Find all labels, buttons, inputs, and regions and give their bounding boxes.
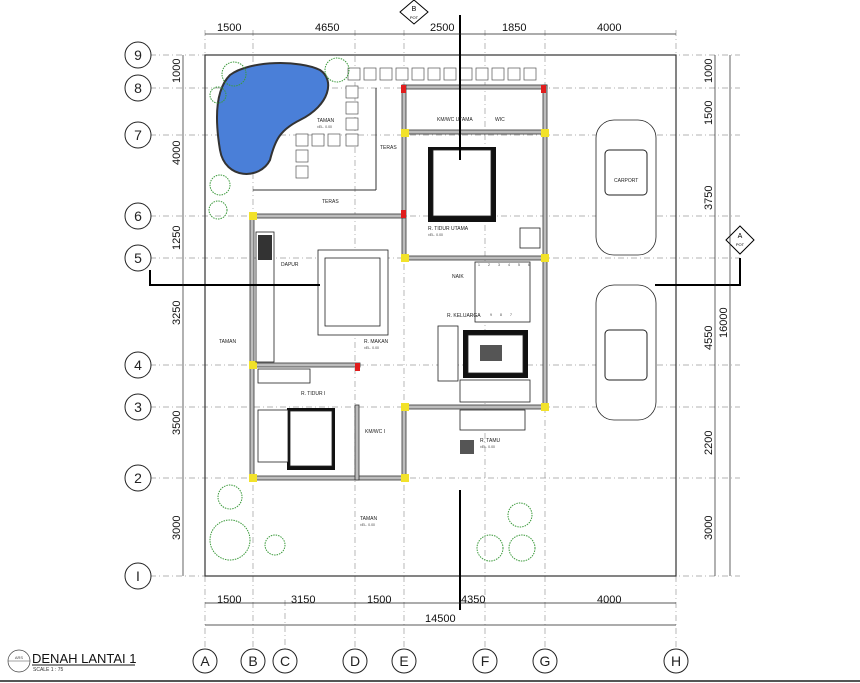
label: C — [280, 653, 290, 669]
grid-row-bubbles: 9 8 7 6 5 4 3 2 I — [124, 41, 152, 590]
label: 1500 — [703, 101, 715, 125]
label: B — [248, 653, 257, 669]
label: 4 — [134, 357, 142, 373]
elevation-label: ±EL. 0.00 — [360, 523, 375, 527]
label: 7 — [510, 313, 512, 317]
elevation-label: ±EL. 0.00 — [317, 125, 332, 129]
elevation-label: ±EL. 0.00 — [364, 346, 379, 350]
label: 9 — [490, 313, 492, 317]
label: 4550 — [703, 326, 715, 350]
dimension-lines — [182, 33, 731, 626]
label: 3150 — [291, 594, 315, 606]
room-label: R. MAKAN — [364, 339, 389, 345]
title-badge: ARS — [15, 655, 24, 660]
car-bottom — [595, 284, 657, 421]
room-label: KM/WC UTAMA — [437, 117, 473, 123]
label: H — [671, 653, 681, 669]
dimensions-left: 1000 4000 1250 3250 3500 3000 — [171, 59, 183, 540]
stair-numbers: 1 2 3 4 5 6 9 8 7 — [478, 263, 530, 317]
label: 3000 — [171, 516, 183, 540]
stepping-stones — [295, 67, 537, 179]
label: 1000 — [171, 59, 183, 83]
label: 16000 — [718, 307, 730, 338]
elevation-label: ±EL. 0.00 — [480, 445, 495, 449]
room-label: R. KELUARGA — [447, 313, 481, 319]
swimming-pool — [216, 62, 330, 175]
label: 2500 — [430, 22, 454, 34]
section-sheet: POT — [410, 15, 419, 20]
label: 4350 — [461, 594, 485, 606]
label: 9 — [134, 47, 142, 63]
label: 3250 — [171, 301, 183, 325]
label: 5 — [518, 263, 520, 267]
room-label: R. TAMU — [480, 438, 500, 444]
label: 1500 — [217, 22, 241, 34]
label: 1500 — [367, 594, 391, 606]
room-label: KM/WC I — [365, 429, 385, 435]
label: 8 — [134, 80, 142, 96]
room-labels: TAMAN TERAS TERAS KM/WC UTAMA WIC R. TID… — [219, 117, 638, 527]
section-sheet: POT — [736, 242, 745, 247]
car-top — [595, 119, 657, 256]
label: 1850 — [502, 22, 526, 34]
label: E — [399, 653, 408, 669]
label: 1 — [478, 263, 480, 267]
dimensions-top: 1500 4650 2500 1850 4000 — [217, 22, 621, 34]
label: 1250 — [171, 226, 183, 250]
label: 4000 — [597, 22, 621, 34]
room-label: TAMAN — [317, 118, 335, 124]
room-label: TERAS — [322, 199, 339, 205]
room-label: WIC — [495, 117, 505, 123]
label: A — [200, 653, 210, 669]
label: 7 — [134, 127, 142, 143]
label: 3500 — [171, 411, 183, 435]
room-label: R. TIDUR UTAMA — [428, 226, 469, 232]
label: 8 — [500, 313, 502, 317]
label: 4 — [508, 263, 510, 267]
section-mark-b: B POT — [399, 0, 429, 25]
room-label: DAPUR — [281, 262, 299, 268]
label: 3000 — [703, 516, 715, 540]
label: G — [540, 653, 551, 669]
section-letter: B — [412, 6, 417, 13]
label: 4000 — [597, 594, 621, 606]
label: 2200 — [703, 431, 715, 455]
section-letter: A — [738, 233, 743, 240]
room-label: NAIK — [452, 274, 464, 280]
label: 2 — [488, 263, 490, 267]
columns — [249, 85, 549, 482]
label: 6 — [134, 208, 142, 224]
grid-column-bubbles: A B C D E F G H — [192, 648, 689, 674]
label: I — [136, 568, 140, 584]
drawing-title-text: DENAH LANTAI 1 — [32, 651, 137, 666]
site-boundary — [204, 54, 677, 577]
elevation-label: ±EL. 0.00 — [428, 233, 443, 237]
label: 6 — [528, 263, 530, 267]
dimensions-bottom: 1500 3150 1500 4350 4000 14500 — [217, 594, 621, 625]
furniture — [255, 147, 541, 470]
label: 4650 — [315, 22, 339, 34]
room-label: TERAS — [380, 145, 397, 151]
room-label: R. TIDUR I — [301, 391, 325, 397]
garden-trees — [208, 57, 536, 562]
dimensions-right: 1000 1500 3750 4550 2200 3000 16000 — [703, 59, 730, 540]
label: 1500 — [217, 594, 241, 606]
label: D — [350, 653, 360, 669]
section-mark-a: A POT — [725, 225, 755, 255]
section-lines — [149, 15, 741, 610]
label: 1000 — [703, 59, 715, 83]
label: 3 — [498, 263, 500, 267]
label: 3 — [134, 399, 142, 415]
room-label: TAMAN — [360, 516, 378, 522]
label: 4000 — [171, 141, 183, 165]
label: 2 — [134, 470, 142, 486]
room-label: CARPORT — [614, 178, 638, 184]
room-label: TAMAN — [219, 339, 237, 345]
label: 3750 — [703, 186, 715, 210]
drawing-scale: SCALE 1 : 75 — [33, 667, 64, 673]
label: 14500 — [425, 613, 456, 625]
label: 5 — [134, 250, 142, 266]
drawing-title: ARS DENAH LANTAI 1 SCALE 1 : 75 — [0, 649, 860, 682]
label: F — [481, 653, 490, 669]
